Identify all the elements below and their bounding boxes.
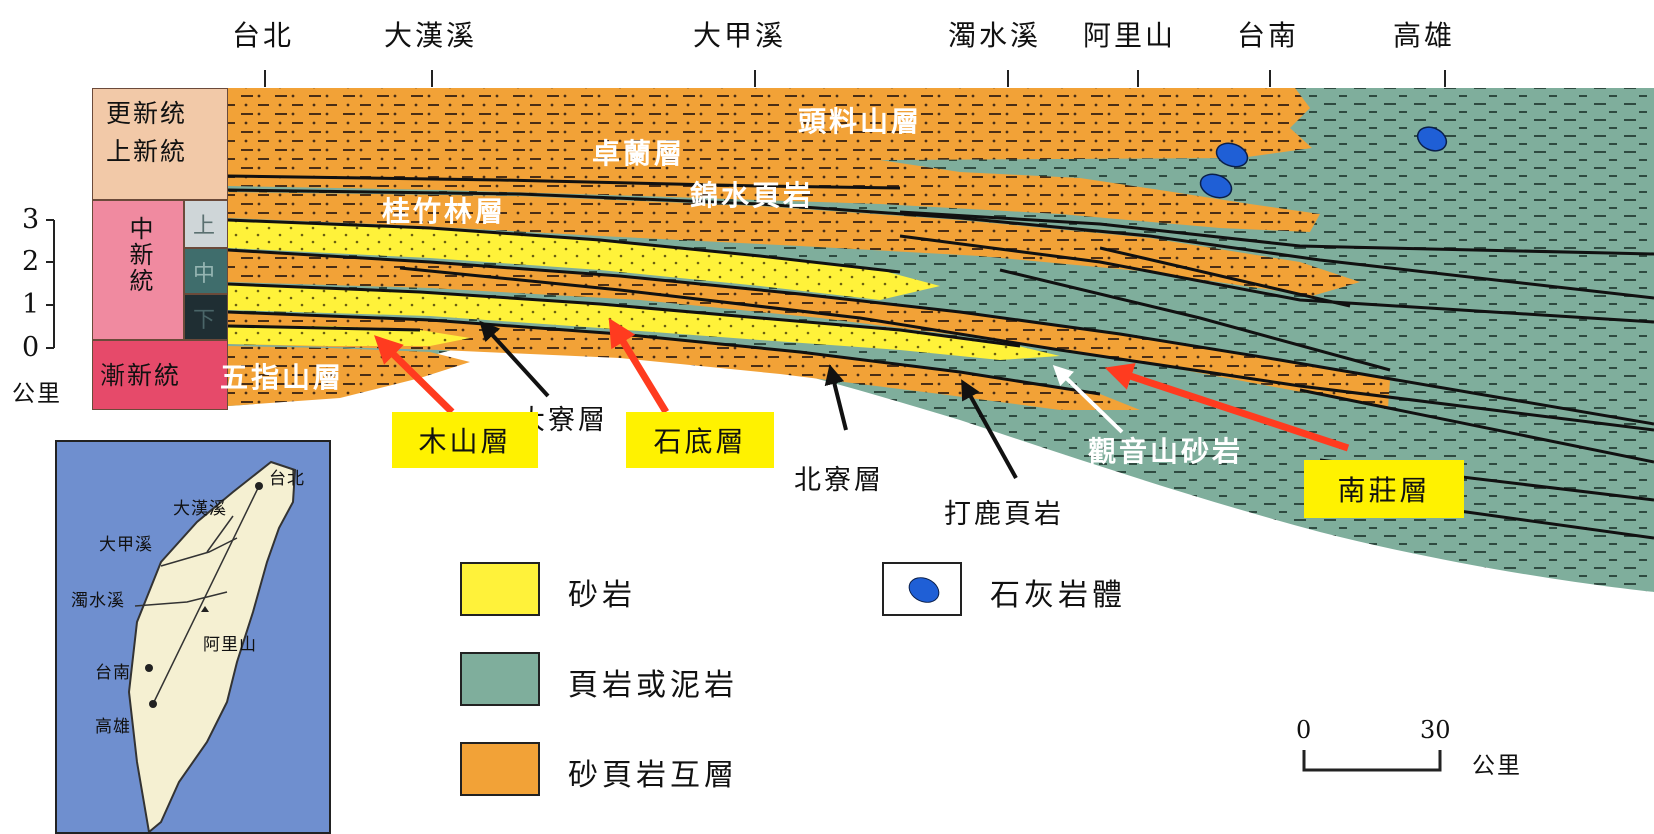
highlight-mushan: 木山層 [392,412,538,468]
epoch-upper-miocene [184,200,228,248]
taiwan-map-shape [127,460,297,832]
epoch-pleistocene-pliocene [92,88,228,200]
map-label-choshuihsi: 濁水溪 [71,591,125,611]
formation-talu: 打鹿頁岩 [944,499,1064,530]
scale-bar-unit: 公里 [1472,753,1522,779]
legend-swatch-limestone [882,562,962,616]
limestone-icon [904,572,944,608]
depth-tick-3: 3 [22,204,40,235]
location-tachiahsi: 大甲溪 [693,19,787,52]
epoch-miocene-label: 中新統 [125,216,153,294]
highlight-shihti: 石底層 [626,412,774,468]
epoch-miocene [92,200,184,340]
legend-swatch-shale [460,652,540,706]
formation-cholan: 卓蘭層 [592,137,686,170]
depth-tick-0: 0 [22,332,40,363]
epoch-lower-miocene [184,294,228,340]
legend-label-interbedded: 砂頁岩互層 [568,758,738,793]
formation-chinshui: 錦水頁岩 [690,179,815,212]
epoch-pliocene-label: 上新統 [106,137,188,166]
map-label-tahanhsi: 大漢溪 [173,499,227,519]
epoch-oligocene-label: 漸新統 [100,361,182,390]
formation-toukoshan: 頭料山層 [798,105,923,138]
taiwan-inset-map: 台北 大漢溪 大甲溪 濁水溪 阿里山 台南 高雄 [55,440,331,834]
map-label-tachiahsi: 大甲溪 [99,535,153,555]
formation-kuanyinshan: 觀音山砂岩 [1088,435,1244,468]
scale-bar-end: 30 [1420,716,1451,744]
epoch-middle-miocene-label: 中 [193,262,216,287]
legend-label-shale: 頁岩或泥岩 [568,668,738,703]
legend-swatch-sandstone [460,562,540,616]
epoch-oligocene [92,340,228,410]
legend-label-sandstone: 砂岩 [568,578,636,613]
depth-tick-2: 2 [22,246,40,277]
location-choshuihsi: 濁水溪 [948,19,1042,52]
location-tainan: 台南 [1237,19,1300,52]
formation-peiliao: 北寮層 [794,465,884,496]
location-kaohsiung: 高雄 [1393,19,1456,52]
formation-kueichulin: 桂竹林層 [382,195,507,228]
epoch-pleistocene-label: 更新统 [106,99,188,128]
depth-unit: 公里 [12,381,62,407]
location-tahanhsi: 大漢溪 [384,19,478,52]
epoch-upper-miocene-label: 上 [193,214,216,239]
map-label-alishan: 阿里山 [203,635,257,655]
epoch-middle-miocene [184,248,228,294]
scale-bar-start: 0 [1296,716,1312,744]
map-label-taipei: 台北 [269,469,305,489]
map-label-tainan: 台南 [95,663,131,683]
highlight-nanchuang: 南莊層 [1304,460,1464,518]
formation-wuchishan: 五指山層 [220,361,345,394]
epoch-lower-miocene-label: 下 [193,308,216,333]
map-label-kaohsiung: 高雄 [95,717,131,737]
legend-label-limestone: 石灰岩體 [990,578,1126,613]
depth-tick-1: 1 [22,289,40,320]
legend-swatch-interbedded [460,742,540,796]
location-alishan: 阿里山 [1083,19,1177,52]
location-taipei: 台北 [232,19,295,52]
